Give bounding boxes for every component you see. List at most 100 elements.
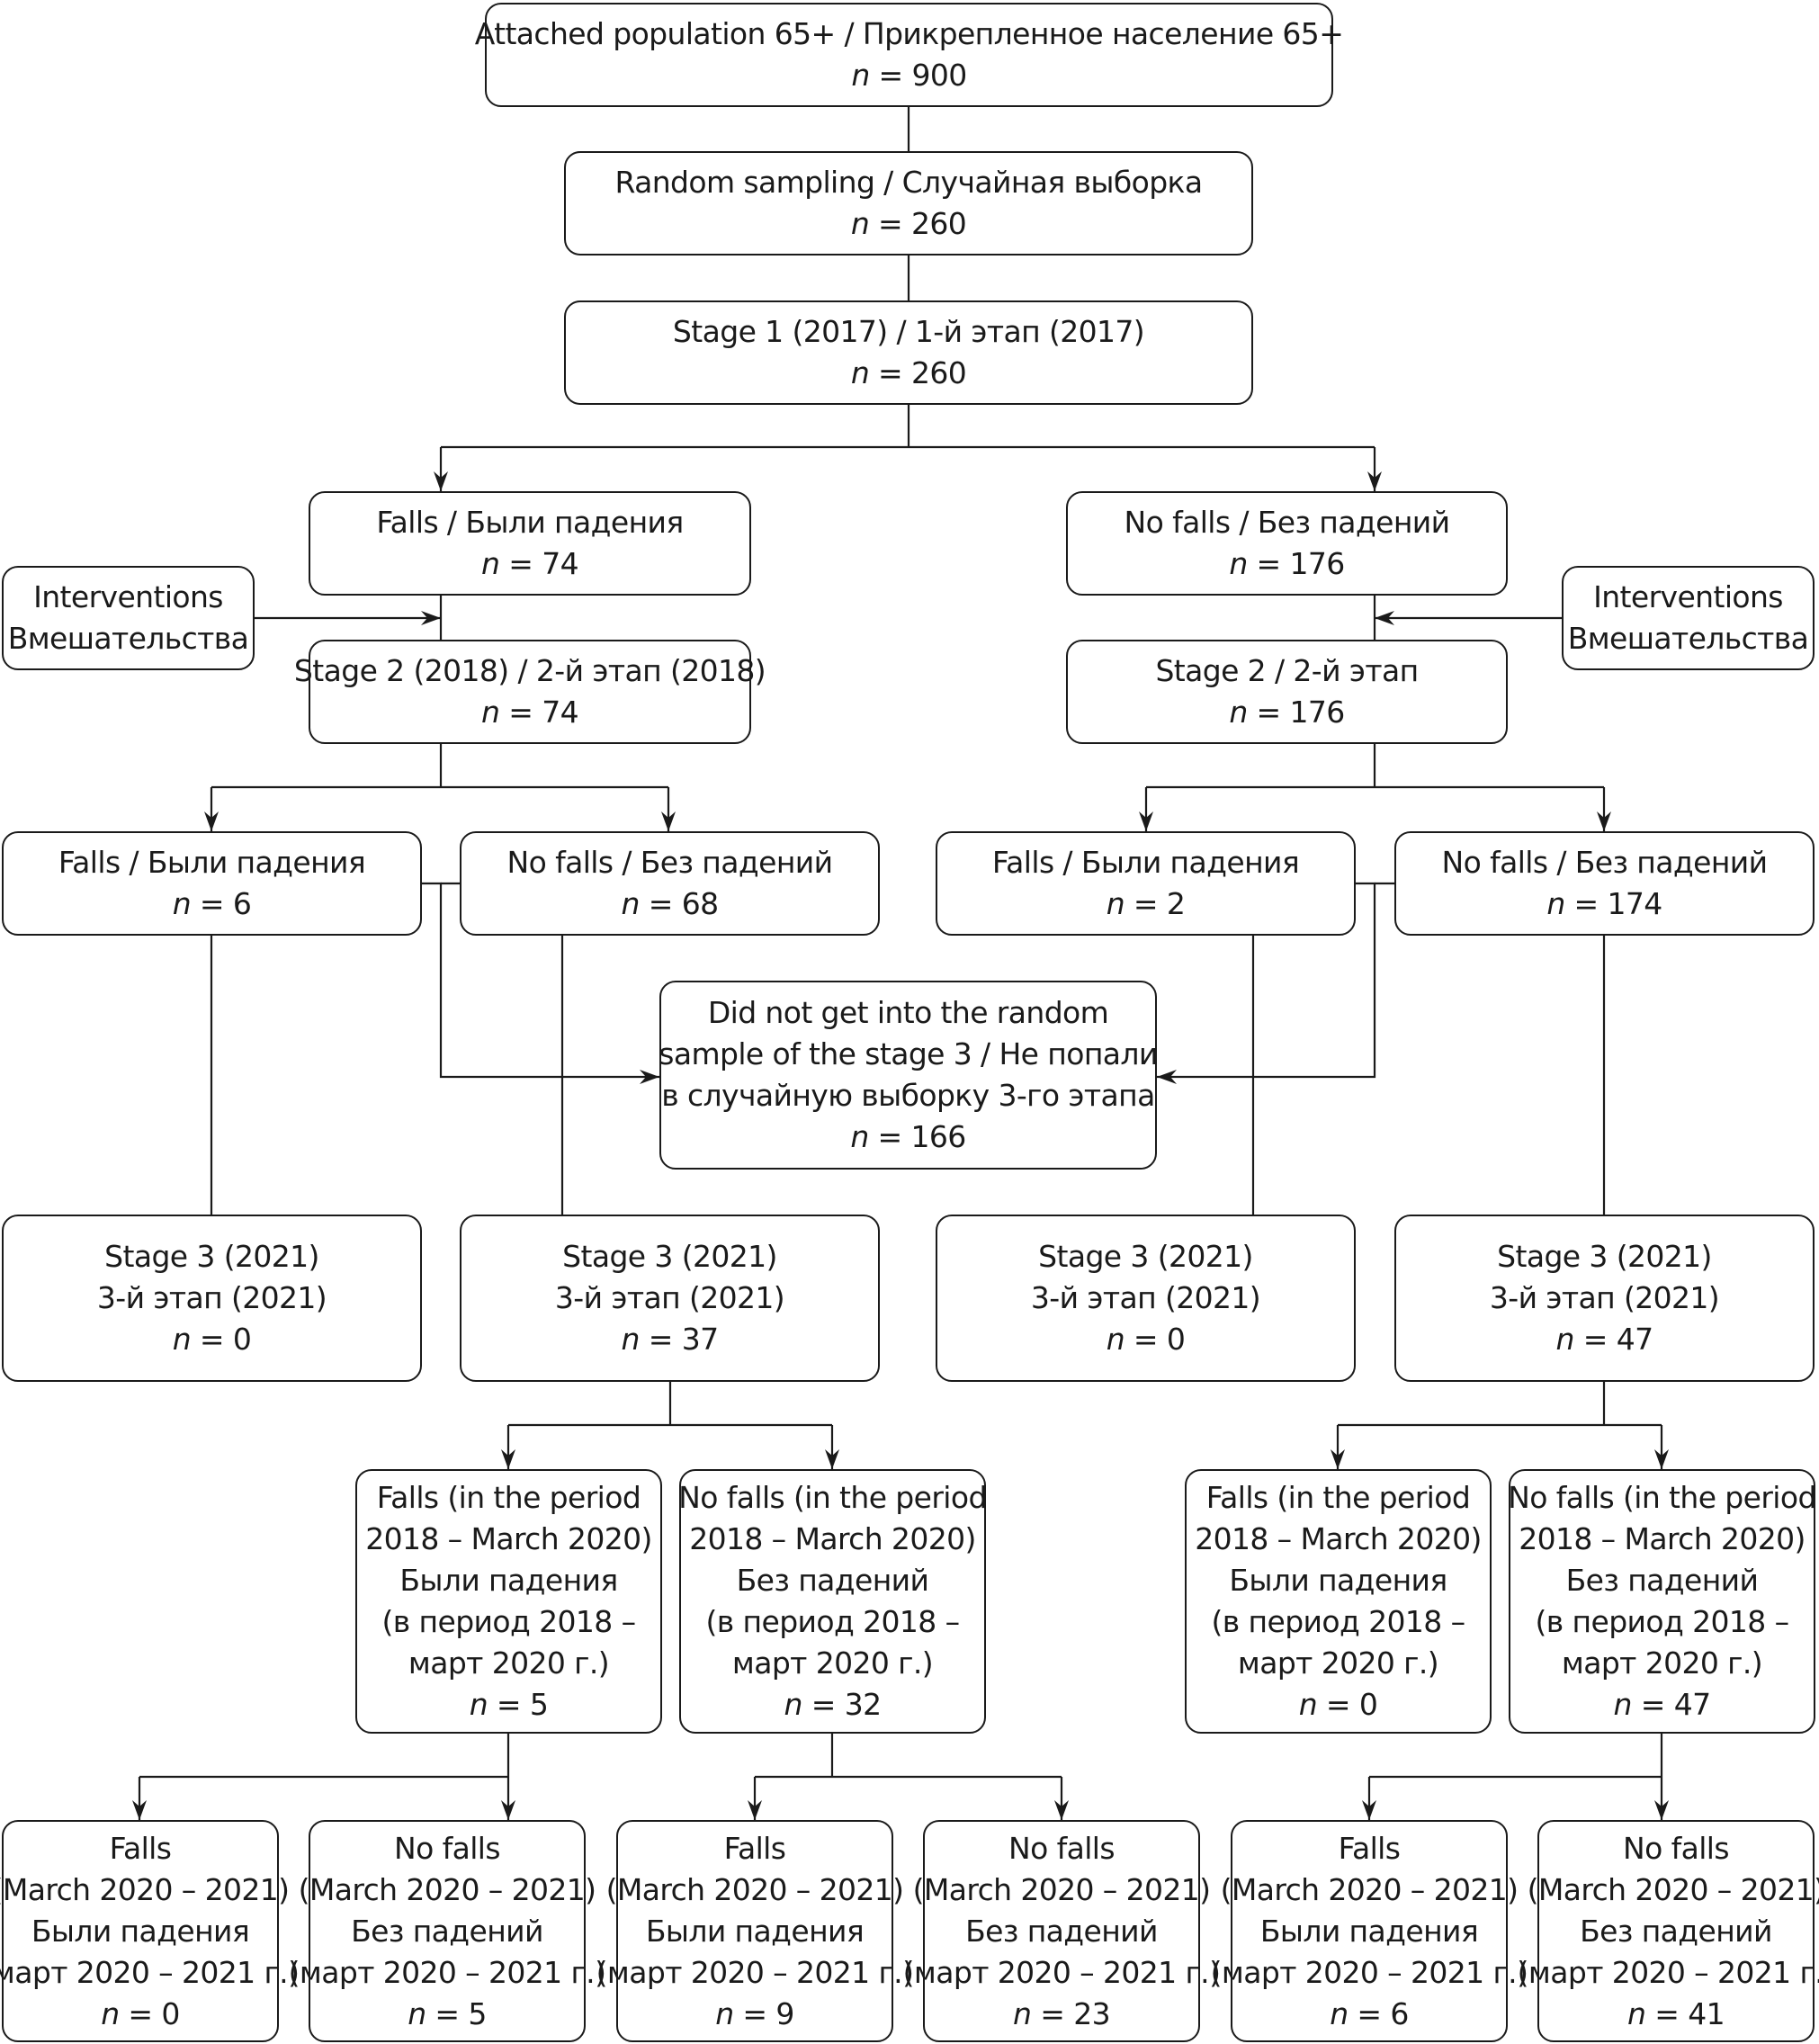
arrowhead <box>1139 811 1153 831</box>
arrowhead <box>1157 1070 1177 1084</box>
node-count: n = 0 <box>1106 1322 1186 1357</box>
node-text-line: (март 2020 – 2021 г.) <box>596 1954 914 1990</box>
node-count: n = 0 <box>172 1322 252 1357</box>
node-text-line: (в период 2018 – <box>381 1604 637 1639</box>
node-text-line: Falls / Были падения <box>991 845 1300 880</box>
node-text-line: Falls <box>109 1830 172 1866</box>
node-text-line: Did not get into the random <box>707 995 1109 1030</box>
node-count: n = 0 <box>1298 1687 1378 1722</box>
node-text-line: Были падения <box>1229 1563 1447 1598</box>
node-excluded-from-stage3: Did not get into the random sample of the… <box>659 981 1158 1170</box>
arrowhead <box>748 1800 762 1820</box>
node-text-line: Interventions <box>1593 579 1783 614</box>
node-stage-2-right: Stage 2 / 2-й этап n = 176 <box>1066 640 1508 744</box>
node-text-line: март 2020 г.) <box>731 1645 934 1681</box>
node-text-line: (март 2020 – 2021 г.) <box>288 1954 606 1990</box>
node-count: n = 74 <box>481 695 579 730</box>
node-text-line: Stage 2 / 2-й этап <box>1155 653 1419 688</box>
node-count: n = 37 <box>621 1322 720 1357</box>
node-final-falls-3: Falls(March 2020 – 2021)Были падения(мар… <box>596 1820 914 2042</box>
connector-line <box>1157 882 1376 1079</box>
arrowhead <box>501 1800 515 1820</box>
node-text-line: в случайную выборку 3-го этапа <box>661 1078 1155 1113</box>
node-text-line: (март 2020 – 2021 г.) <box>1210 1954 1528 1990</box>
node-text-line: Без падений <box>351 1913 543 1949</box>
node-text-line: No falls / Без падений <box>506 845 834 880</box>
arrowhead <box>1654 1449 1669 1469</box>
arrowhead <box>1331 1449 1345 1469</box>
node-text-line: (March 2020 – 2021) <box>0 1871 290 1907</box>
node-count: n = 5 <box>469 1687 549 1722</box>
arrowhead <box>132 1800 147 1820</box>
node-final-no-falls-6: No falls(March 2020 – 2021)Без падений(м… <box>1518 1820 1819 2042</box>
connector-line <box>422 882 659 1079</box>
node-stage3-a: Stage 3 (2021) 3-й этап (2021) n = 0 <box>2 1215 422 1382</box>
node-final-falls-5: Falls(March 2020 – 2021)Были падения(мар… <box>1211 1820 1528 2042</box>
node-text-line: (март 2020 – 2021 г.) <box>0 1954 300 1990</box>
node-random-sampling: Random sampling / Случайная выборка n = 2… <box>564 151 1253 256</box>
node-period-no-falls-d: No falls (in the period 2018 – March 2020… <box>1508 1469 1816 1734</box>
node-stage-2-left: Stage 2 (2018) / 2-й этап (2018)n = 74 <box>294 640 766 744</box>
node-text-line: 3-й этап (2021) <box>96 1280 327 1315</box>
node-text-line: (в период 2018 – <box>1535 1604 1790 1639</box>
node-text-line: Falls <box>723 1830 786 1866</box>
node-text-line: Random sampling / Случайная выборка <box>614 165 1203 200</box>
node-text-line: 2018 – March 2020) <box>1195 1521 1482 1556</box>
node-period-falls-d: Falls (in the period 2018 – March 2020) Бы… <box>1185 1469 1492 1734</box>
arrowhead <box>1654 1800 1669 1820</box>
node-text-line: No falls (in the period <box>678 1480 987 1515</box>
node-count: n = 23 <box>1013 1995 1111 2031</box>
node-text-line: Stage 3 (2021) <box>104 1239 319 1274</box>
node-text-line: Без падений <box>1580 1913 1772 1949</box>
node-text-line: Attached population 65+ / Прикрепленное … <box>474 16 1344 51</box>
node-count: n = 47 <box>1555 1322 1654 1357</box>
node-count: n = 176 <box>1229 695 1345 730</box>
node-count: n = 9 <box>715 1995 794 2031</box>
node-count: n = 260 <box>850 206 967 241</box>
node-text-line: 3-й этап (2021) <box>554 1280 785 1315</box>
node-text-line: 2018 – March 2020) <box>1519 1521 1806 1556</box>
node-count: n = 41 <box>1627 1995 1725 2031</box>
arrowhead <box>204 811 219 831</box>
node-count: n = 74 <box>481 546 579 581</box>
arrowhead <box>1597 811 1611 831</box>
node-count: n = 68 <box>621 886 720 921</box>
node-text-line: (March 2020 – 2021) <box>298 1871 596 1907</box>
node-text-line: Без падений <box>965 1913 1158 1949</box>
node-final-falls-1: Falls (March 2020 – 2021) Были падения (мар… <box>0 1820 300 2042</box>
node-stage-1: Stage 1 (2017) / 1-й этап (2017)n = 260 <box>564 300 1253 405</box>
node-text-line: Вмешательства <box>1567 621 1809 656</box>
arrowhead <box>1375 611 1394 625</box>
node-text-line: No falls <box>1008 1830 1116 1866</box>
node-text-line: (March 2020 – 2021) <box>912 1871 1211 1907</box>
node-text-line: Falls <box>1338 1830 1401 1866</box>
node-text-line: (March 2020 – 2021) <box>1527 1871 1819 1907</box>
node-text-line: Были падения <box>645 1913 865 1949</box>
node-count: n = 900 <box>851 58 967 93</box>
node-text-line: Были падения <box>31 1913 250 1949</box>
arrowhead <box>434 471 448 491</box>
node-final-no-falls-2: No falls(March 2020 – 2021)Без падений(м… <box>289 1820 606 2042</box>
node-text-line: No falls (in the period <box>1508 1480 1816 1515</box>
node-text-line: Были падения <box>399 1563 618 1598</box>
node-text-line: (в период 2018 – <box>1211 1604 1466 1639</box>
node-text-line: sample of the stage 3 / Не попали <box>659 1036 1158 1071</box>
node-count: n = 5 <box>408 1995 487 2031</box>
node-count: n = 6 <box>172 886 252 921</box>
node-text-line: Falls (in the period <box>1205 1480 1471 1515</box>
node-count: n = 176 <box>1229 546 1345 581</box>
arrowhead <box>501 1449 515 1469</box>
node-text-line: Были падения <box>1259 1913 1479 1949</box>
arrowhead <box>640 1070 659 1084</box>
node-text-line: Falls (in the period <box>376 1480 641 1515</box>
arrowhead <box>661 811 676 831</box>
arrowhead <box>1054 1800 1069 1820</box>
arrowhead <box>421 611 441 625</box>
node-text-line: 3-й этап (2021) <box>1489 1280 1720 1315</box>
node-stage3-c: Stage 3 (2021)3-й этап (2021)n = 0 <box>936 1215 1356 1382</box>
node-text-line: Stage 3 (2021) <box>562 1239 777 1274</box>
